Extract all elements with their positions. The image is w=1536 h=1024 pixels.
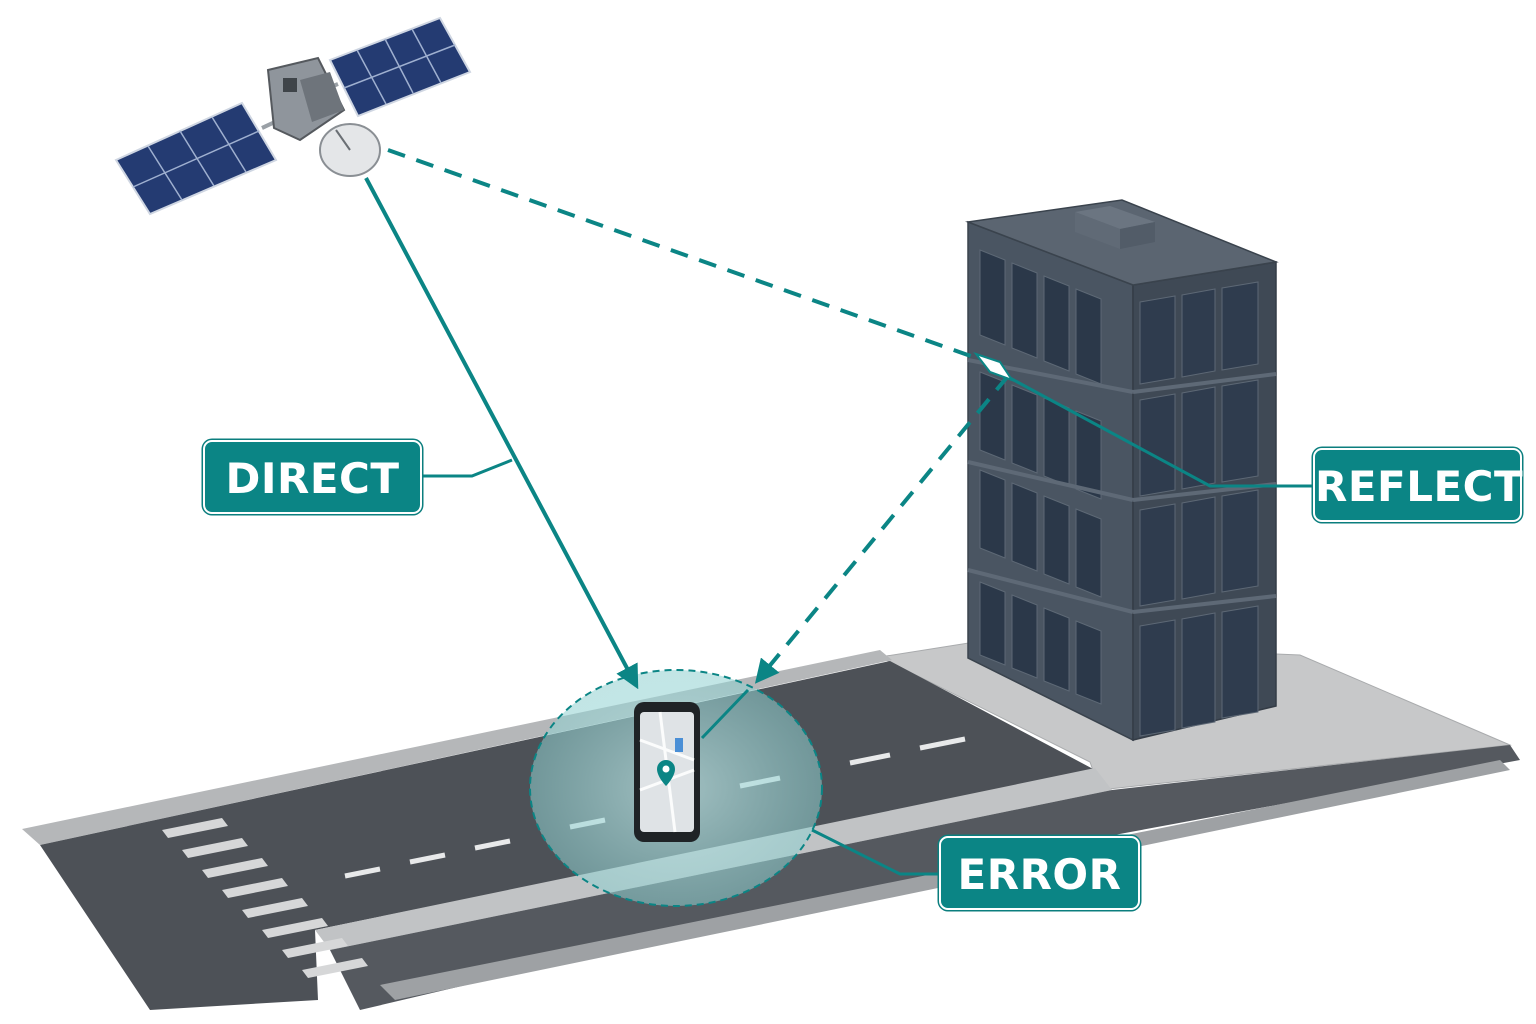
direct-path (364, 177, 639, 690)
signal-paths (364, 148, 1015, 740)
reflect-path-outgoing (754, 374, 1010, 684)
direct-label: DIRECT (203, 440, 422, 514)
office-building-icon (965, 199, 1279, 742)
solar-panel-left (114, 101, 278, 216)
building-right-windows (1139, 281, 1259, 737)
leader-direct (422, 458, 513, 478)
satellite-icon (114, 16, 472, 216)
crosswalk (162, 818, 368, 978)
map-pin-icon (657, 760, 675, 786)
reflect-path-to-phone (700, 688, 750, 740)
leader-error (811, 828, 939, 876)
reflect-path-incoming (387, 148, 983, 362)
error-label: ERROR (939, 836, 1140, 910)
solar-panel-right (328, 16, 472, 118)
leader-lines (422, 376, 1313, 876)
reflect-label: REFLECT (1313, 448, 1523, 522)
roof-unit (1075, 206, 1155, 249)
smartphone-icon (634, 702, 700, 842)
building-left-windows (979, 249, 1102, 705)
leader-reflect (1009, 376, 1313, 488)
